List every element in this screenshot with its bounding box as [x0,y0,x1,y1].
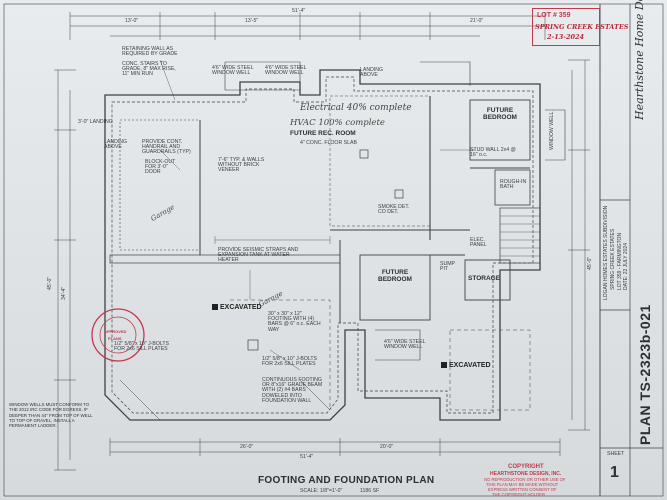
room-bath: ROUGH-IN BATH [500,179,527,191]
svg-text:PLANS: PLANS [108,336,122,341]
room-future-bedroom-top: FUTURE BEDROOM [483,107,517,121]
note-retaining-wall: RETAINING WALL AS REQUIRED BY GRADE [122,46,178,58]
dim-bottom-b: 20'-0" [380,444,394,450]
project-line1: LOGAN HOMES ESTATES SUBDIVISION [603,205,609,300]
dim-bottom-overall: 51'-4" [300,454,314,460]
handwritten-hvac: HVAC 100% complete [290,118,385,128]
copyright-line2: NO REPRODUCTION OR OTHER USE OF [484,477,566,482]
note-landing-left: 3'-0" LANDING [78,119,113,125]
note-sump-pit: SUMP PIT [440,261,455,273]
note-footing: 30" x 30" x 12" FOOTING WITH (4) BARS @ … [268,311,321,333]
copyright-line1: HEARTHSTONE DESIGN, INC. [490,471,562,477]
svg-text:APPROVED: APPROVED [104,329,127,334]
dim-top-c: 21'-0" [470,18,484,24]
label-excavated-right: EXCAVATED [449,362,491,369]
note-landing-above-top: LANDING ABOVE [360,67,384,79]
sheet-number: 1 [610,464,619,481]
dim-right-overall: 45'-0" [587,256,593,270]
red-seal [91,308,145,362]
project-line2: SPRING CREEK ESTATES [610,228,616,290]
note-window-wells-egress: WINDOW WELLS MUST CONFORM TO THE 2012 IR… [9,402,93,429]
note-elec-panel: ELEC. PANEL [470,237,487,249]
note-typ-walls: 7'-6" TYP. & WALLS WITHOUT BRICK VENEER [218,157,265,174]
stamp-subdivision: SPRING CREEK ESTATES [535,23,629,31]
dim-bottom-a: 26'-0" [240,444,254,450]
dim-top-overall: 51'-4" [292,8,306,14]
dim-top-b: 13'-5" [245,18,259,24]
note-jbolts-center: 1/2" 5/8" x 10" J-BOLTS FOR 2x6 SILL PLA… [262,356,318,368]
room-future-bedroom-mid: FUTURE BEDROOM [378,269,412,283]
note-jbolts-left: 1/2" 5/8" x 10" J-BOLTS FOR 2x6 SILL PLA… [114,341,170,353]
label-excavated-left: EXCAVATED [220,304,262,311]
note-conc-stairs: CONC. STAIRS TO GRADE, 8" MAX RISE, 11" … [122,61,176,78]
copyright-line4: EXPRESS WRITTEN CONSENT OF [488,487,557,492]
dim-top-a: 13'-0" [125,18,139,24]
sheet-label: SHEET [607,451,625,457]
designer-logo: Hearthstone Home Design [633,0,646,120]
dim-left-overall: 45'-0" [47,276,53,290]
note-guardrails: PROVIDE CONT. HANDRAIL AND GUARDRAILS (T… [142,139,191,156]
dim-left-a: 34'-4" [61,286,67,300]
note-window-well-right: WINDOW WELL [549,111,555,150]
copyright-line5: THE COPYRIGHT HOLDER [492,492,545,497]
room-rec-room-sub: 4" CONC. FLOOR SLAB [300,140,357,146]
room-rec-room: FUTURE REC. ROOM [290,130,356,137]
drawing-area: 1186 SF [360,488,380,494]
copyright-title: COPYRIGHT [508,464,544,470]
handwritten-electrical: Electrical 40% complete [300,103,412,113]
note-window-well-bottom: 4'6" WIDE STEEL WINDOW WELL [384,339,426,351]
project-line4: DATE: 22 JULY 2024 [623,243,629,290]
note-seismic: PROVIDE SEISMIC STRAPS AND EXPANSION TAN… [218,247,299,264]
note-smoke-detector: SMOKE DET. CO DET. [378,204,410,216]
copyright-line3: THIS PLAN MAY BE MADE WITHOUT [486,482,559,487]
note-window-well-top2: 4'6" WIDE STEEL WINDOW WELL [265,65,307,77]
approval-stamp: LOT # 359 SPRING CREEK ESTATES 2-13-2024 [532,8,628,46]
note-continuous-footing: CONTINUOUS FOOTING OR 8"x16" GRADE BEAM … [262,377,323,404]
note-blockout: BLOCK-OUT FOR 3'-0" DOOR [145,159,176,176]
note-stud-wall: STUD WALL 2x4 @ 16" o.c. [470,147,516,159]
stamp-date: 2-13-2024 [547,33,585,41]
drawing-scale: SCALE: 1/8"=1'-0" [300,488,343,494]
note-window-well-top1: 4'6" WIDE STEEL WINDOW WELL [212,65,254,77]
note-landing-above-left: LANDING ABOVE [104,139,128,151]
drawing-title: FOOTING AND FOUNDATION PLAN [258,475,435,486]
stamp-lot: LOT # 359 [537,12,571,19]
room-storage: STORAGE [468,275,501,282]
plan-number: PLAN TS-2323b-021 [637,304,653,445]
sheet-border [3,3,664,497]
